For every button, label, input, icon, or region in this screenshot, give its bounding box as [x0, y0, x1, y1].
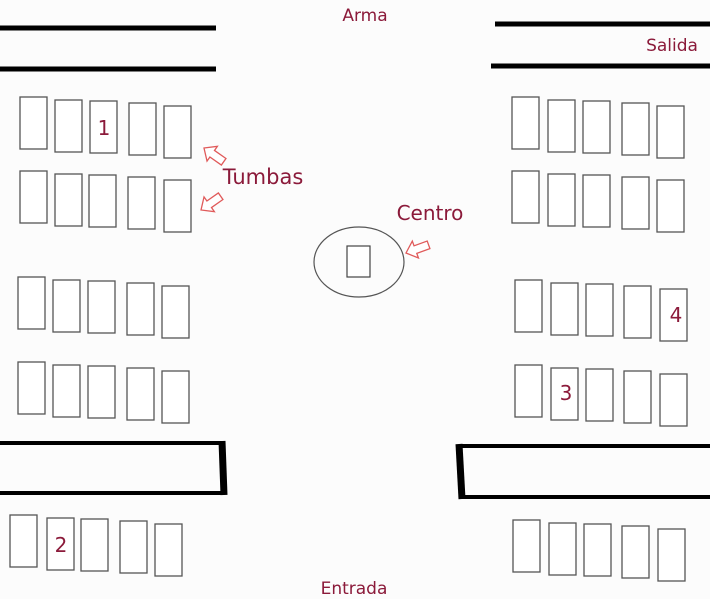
tomb	[127, 176, 156, 230]
tomb-number-3: 3	[560, 381, 573, 405]
label-arma: Arma	[342, 6, 387, 26]
tomb	[87, 280, 116, 334]
wall	[218, 440, 228, 496]
tomb	[163, 105, 192, 159]
tomb	[54, 173, 83, 227]
tomb	[163, 179, 192, 233]
tomb	[128, 102, 157, 156]
tomb	[583, 523, 612, 577]
tomb	[547, 99, 576, 153]
tomb	[89, 100, 118, 154]
tomb	[514, 279, 543, 333]
tombs	[9, 96, 688, 582]
tomb	[161, 285, 190, 339]
tomb	[126, 367, 155, 421]
arrows	[200, 145, 431, 260]
tomb	[52, 364, 81, 418]
tomb	[585, 283, 614, 337]
tomb	[52, 279, 81, 333]
tomb	[512, 519, 541, 573]
tomb	[623, 285, 652, 339]
tomb-number-2: 2	[55, 533, 68, 557]
tomb	[585, 368, 614, 422]
tomb	[46, 517, 75, 571]
tomb	[54, 99, 83, 153]
tomb	[80, 518, 109, 572]
tomb	[621, 525, 650, 579]
tomb	[659, 373, 688, 427]
wall	[455, 443, 466, 500]
tomb	[87, 365, 116, 419]
tomb	[657, 528, 686, 582]
tomb	[514, 364, 543, 418]
label-salida: Salida	[646, 36, 698, 56]
label-entrada: Entrada	[321, 579, 388, 599]
tomb	[511, 96, 540, 150]
walls	[0, 21, 710, 500]
tomb	[659, 288, 688, 342]
tomb	[9, 514, 38, 568]
tomb	[550, 367, 579, 421]
tomb	[582, 100, 611, 154]
center-circle	[313, 226, 405, 298]
arrow-icon	[200, 192, 224, 213]
tomb	[621, 102, 650, 156]
tomb	[154, 523, 183, 577]
tomb-number-1: 1	[98, 116, 111, 140]
tomb	[582, 174, 611, 228]
tomb	[19, 170, 48, 224]
tomb	[88, 174, 117, 228]
tomb	[623, 370, 652, 424]
tomb	[119, 520, 148, 574]
tomb	[19, 96, 48, 150]
tomb	[550, 282, 579, 336]
tomb	[548, 522, 577, 576]
tomb	[511, 170, 540, 224]
arrow-icon	[405, 239, 431, 260]
tomb	[656, 179, 685, 233]
center-tomb	[346, 245, 371, 278]
tomb-number-4: 4	[670, 303, 683, 327]
tomb	[547, 173, 576, 227]
tomb	[126, 282, 155, 336]
arrow-icon	[203, 145, 227, 166]
center-monument	[313, 226, 405, 298]
tomb	[17, 276, 46, 330]
tomb	[161, 370, 190, 424]
tomb	[656, 105, 685, 159]
tomb	[621, 176, 650, 230]
label-centro: Centro	[397, 201, 464, 225]
label-tumbas: Tumbas	[222, 165, 304, 189]
tomb	[17, 361, 46, 415]
